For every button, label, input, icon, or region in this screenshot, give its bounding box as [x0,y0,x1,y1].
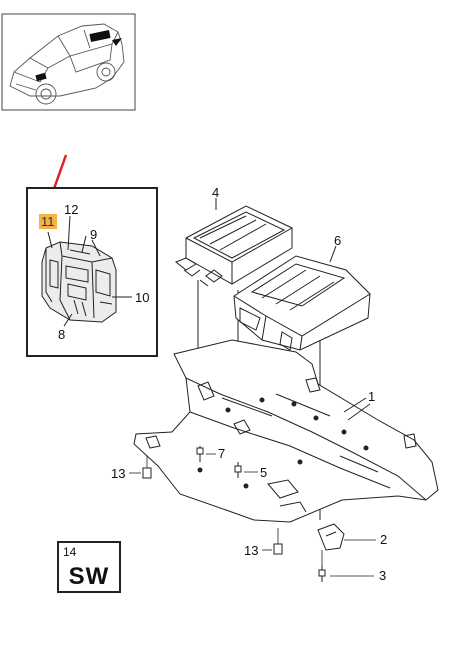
bolt-part-7 [196,446,216,462]
callout-9: 9 [90,227,98,242]
callout-11: 11 [39,214,57,229]
callout-5: 5 [260,465,268,480]
callout-2: 2 [380,532,388,547]
module-part-4 [175,198,293,430]
vehicle-thumbnail [1,13,136,111]
callout-8: 8 [58,327,66,342]
callout-3: 3 [379,568,387,583]
callout-1: 1 [368,389,376,404]
bracket-part-2 [317,523,376,551]
nut-part-13-left [129,456,152,479]
callout-12: 12 [64,202,79,217]
bolt-part-3 [318,550,374,582]
module-part-6 [233,245,371,520]
callout-10: 10 [135,290,150,305]
callout-13-left: 13 [111,466,126,481]
callout-4: 4 [212,185,220,200]
component-location-marker [35,30,122,82]
skid-plate-part-1 [133,339,439,523]
nut-part-13-bottom [262,528,283,555]
callout-7: 7 [218,446,226,461]
callout-13-bottom: 13 [244,543,259,558]
legend-code: SW [68,563,110,590]
software-legend-box: 14 SW [57,541,121,593]
bolt-part-5 [234,462,258,478]
callout-6: 6 [334,233,342,248]
leader-lines [347,403,371,421]
legend-number: 14 [63,545,77,559]
